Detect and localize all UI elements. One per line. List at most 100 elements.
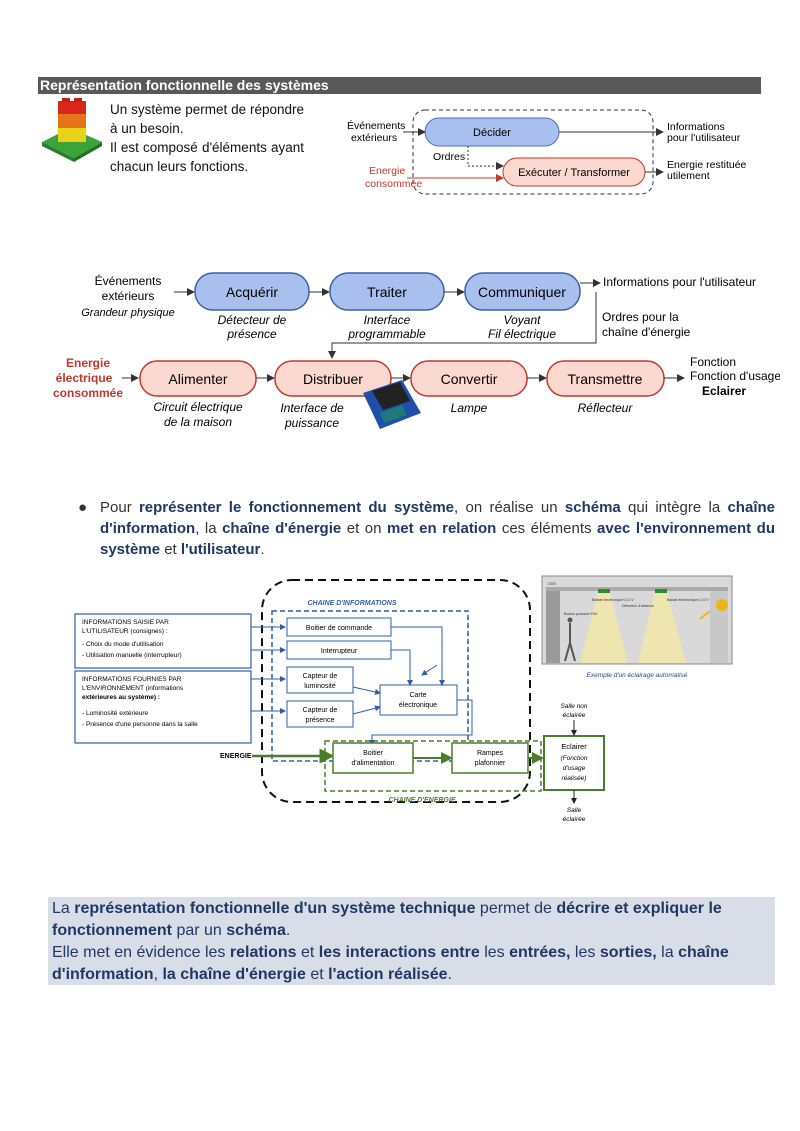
ramps-box — [451, 742, 529, 774]
energy-in-2: consommée — [365, 178, 422, 190]
decide-label: Décider — [473, 127, 511, 139]
light-sensor-box — [286, 666, 354, 694]
orders-label: Ordres — [433, 151, 465, 163]
supply-ex-1: Circuit électrique — [153, 400, 243, 414]
execute-label: Exécuter / Transformer — [518, 167, 630, 179]
energy-out-2: utilement — [667, 170, 710, 182]
intro-text: Un système permet de répondre à un besoi… — [110, 100, 304, 176]
photo-label-3: Ballast électronique 0-10 V — [667, 598, 709, 602]
function-value: Eclairer — [702, 384, 746, 398]
ramps-2: plafonnier — [475, 760, 506, 767]
env-item-2: - Présence d'une personne dans la salle — [82, 721, 198, 728]
convert-ex: Lampe — [451, 401, 488, 415]
lighting-photo: 230V Ballast électronique 0-10 V Détecte… — [541, 575, 733, 665]
energy-chain-frame — [324, 740, 542, 792]
presence-sensor-1: Capteur de — [303, 707, 338, 714]
photo-label-4: Bouton poussoir KNX — [564, 612, 598, 616]
lego-bricks-icon — [42, 98, 102, 162]
system-diagram: Décider Exécuter / Transformer Événement… — [347, 109, 747, 195]
summary-para-1: La représentation fonctionnelle d'un sys… — [52, 900, 722, 939]
env-box-line1: INFORMATIONS FOURNIES PAR — [82, 676, 182, 683]
acquire-ex-2: présence — [226, 327, 277, 341]
communicate-ex-1: Voyant — [504, 313, 542, 327]
user-item-2: - Utilisation manuelle (interrupteur) — [82, 652, 182, 659]
events-in-1: Événements — [347, 119, 405, 132]
board-1: Carte — [409, 692, 426, 699]
energy-in-3: consommée — [53, 386, 123, 400]
supply-label: Alimenter — [168, 371, 227, 387]
energy-chain: Energie électrique consommée Alimenter D… — [53, 355, 780, 430]
switch-label: Interrupteur — [321, 648, 358, 655]
control-box-label: Boitier de commande — [306, 625, 372, 632]
ramps-1: Rampes — [477, 750, 504, 757]
process-label: Traiter — [367, 284, 407, 300]
communicate-ex-2: Fil électrique — [488, 327, 556, 341]
acquire-ex-1: Détecteur de — [218, 313, 287, 327]
energy-out-1: Energie restituée — [667, 159, 747, 171]
transmit-label: Transmettre — [568, 371, 643, 387]
info-out-1: Informations — [667, 121, 725, 133]
user-box-line1: INFORMATIONS SAISIE PAR — [82, 619, 169, 626]
events-in-2: extérieurs — [351, 132, 397, 144]
power-box-1: Boitier — [363, 750, 384, 757]
light-out-4: réalisée) — [562, 775, 587, 782]
events-label-1: Événements — [95, 273, 162, 288]
info-out-label: Informations pour l'utilisateur — [603, 275, 756, 289]
supply-ex-2: de la maison — [164, 415, 232, 429]
energy-in-1: Energie — [369, 165, 405, 177]
light-out-3: d'usage — [563, 765, 586, 772]
light-output-box — [543, 735, 605, 791]
intro-line-1: Un système permet de répondre à un besoi… — [110, 102, 304, 136]
orders-label-1: Ordres pour la — [602, 310, 679, 324]
room-dark-2: éclairée — [563, 712, 586, 719]
env-info-box — [74, 670, 252, 744]
env-box-line2: L'ENVIRONNEMENT (informations — [82, 685, 184, 692]
power-box-2: d'alimentation — [352, 760, 395, 767]
transmit-ex: Réflecteur — [578, 401, 634, 415]
photo-top-label: 230V — [548, 582, 557, 586]
user-box-line2: L'UTILISATEUR (consignes) : — [82, 628, 168, 635]
physical-quantity: Grandeur physique — [81, 307, 175, 319]
distribute-ex-1: Interface de — [280, 401, 344, 415]
env-box-line3: extérieures au système) : — [82, 694, 160, 701]
intro-line-2: Il est composé d'éléments ayant chacun l… — [110, 140, 304, 174]
env-item-1: - Luminosité extérieure — [82, 710, 148, 717]
room-dark-1: Salle non — [560, 703, 587, 710]
communicate-box — [464, 272, 581, 311]
system-boundary — [261, 579, 531, 803]
functional-chain-diagram: Événements extérieurs Grandeur physique … — [53, 272, 780, 430]
board-box — [379, 684, 458, 716]
energy-in-1: Energie — [66, 356, 110, 370]
photo-label-2: Détecteur d'absence — [622, 604, 654, 608]
photo-label-1: Ballast électronique 0-10 V — [592, 598, 634, 602]
lighting-system-diagram: CHAINE D'INFORMATIONS CHAINE D'ENERGIE I… — [74, 575, 733, 823]
energy-in-2: électrique — [56, 371, 113, 385]
distribute-label: Distribuer — [303, 371, 363, 387]
acquire-label: Acquérir — [226, 284, 278, 300]
distribute-ex-2: puissance — [284, 416, 339, 430]
light-sensor-2: luminosité — [304, 683, 336, 690]
presence-sensor-2: présence — [306, 717, 335, 724]
info-chain-label: CHAINE D'INFORMATIONS — [307, 600, 396, 607]
section-header: Représentation fonctionnelle des système… — [38, 77, 761, 94]
light-out-1: Eclairer — [561, 742, 587, 751]
orders-label-2: chaîne d'énergie — [602, 325, 691, 339]
user-item-1: - Choix du mode d'utilisation — [82, 641, 164, 648]
bullet-dot-icon: ● — [78, 499, 88, 516]
photo-caption: Exemple d'un éclairage automatisé — [587, 672, 688, 679]
convert-label: Convertir — [441, 371, 498, 387]
board-2: électronique — [399, 702, 437, 709]
relay-board-image — [363, 380, 421, 429]
summary-para-2: Elle met en évidence les relations et le… — [52, 944, 729, 983]
energy-chain-label: CHAINE D'ENERGIE — [388, 797, 455, 804]
info-out-2: pour l'utilisateur — [667, 132, 741, 144]
events-label-2: extérieurs — [102, 289, 155, 303]
user-info-box — [74, 613, 252, 669]
process-ex-1: Interface — [364, 313, 411, 327]
room-lit-2: éclairée — [563, 816, 586, 823]
process-ex-2: programmable — [347, 327, 426, 341]
room-lit-1: Salle — [567, 807, 582, 814]
summary-box: La représentation fonctionnelle d'un sys… — [48, 897, 775, 985]
function-label-1: Fonction — [690, 355, 736, 369]
communicate-label: Communiquer — [478, 284, 566, 300]
